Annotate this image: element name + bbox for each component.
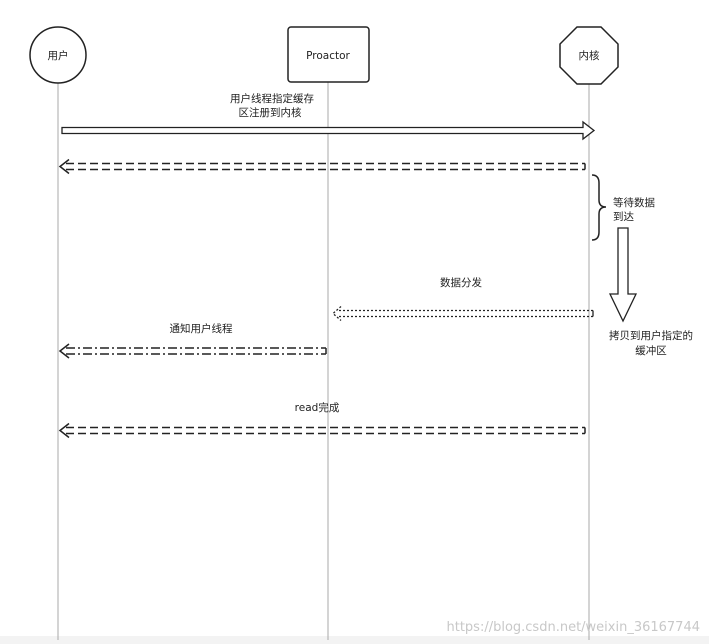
actor-proactor-label: Proactor	[306, 50, 350, 62]
actor-kernel-label: 内核	[579, 49, 600, 62]
copy-down-arrow	[608, 227, 638, 323]
actor-kernel: 内核	[559, 26, 619, 85]
message-read-done: read完成	[58, 401, 586, 439]
message-dispatch-label: 数据分发	[440, 276, 482, 289]
message-read-done-label: read完成	[295, 401, 340, 414]
actor-proactor-shape	[287, 26, 370, 83]
message-return-1	[58, 158, 586, 175]
message-register-arrow	[61, 120, 596, 141]
message-dispatch-arrowhead	[332, 306, 342, 321]
message-notify: 通知用户线程	[58, 322, 327, 359]
wait-label-1: 等待数据	[613, 196, 655, 209]
message-dispatch: 数据分发	[332, 276, 594, 321]
copy-label-1: 拷贝到用户指定的	[609, 329, 693, 342]
message-register-label-2: 区注册到内核	[239, 106, 302, 119]
message-notify-label: 通知用户线程	[170, 322, 233, 335]
watermark: https://blog.csdn.net/weixin_36167744	[446, 620, 700, 635]
copy-label-2: 缓冲区	[635, 344, 667, 357]
message-read-done-arrowhead	[58, 422, 70, 439]
copy-annotation: 拷贝到用户指定的 缓冲区	[608, 227, 693, 357]
wait-annotation: 等待数据 到达	[591, 174, 655, 241]
bottom-strip	[0, 636, 709, 644]
message-return-1-arrowhead	[58, 158, 70, 175]
actor-user-shape	[29, 26, 87, 84]
actor-user-label: 用户	[48, 49, 69, 62]
actor-kernel-shape	[559, 26, 619, 85]
message-register-label-1: 用户线程指定缓存	[230, 92, 314, 105]
wait-label-2: 到达	[613, 211, 634, 223]
actor-user: 用户	[29, 26, 87, 84]
message-notify-arrowhead	[58, 343, 70, 359]
actor-proactor: Proactor	[287, 26, 370, 83]
wait-brace	[591, 174, 607, 241]
message-register: 用户线程指定缓存 区注册到内核	[61, 92, 596, 141]
